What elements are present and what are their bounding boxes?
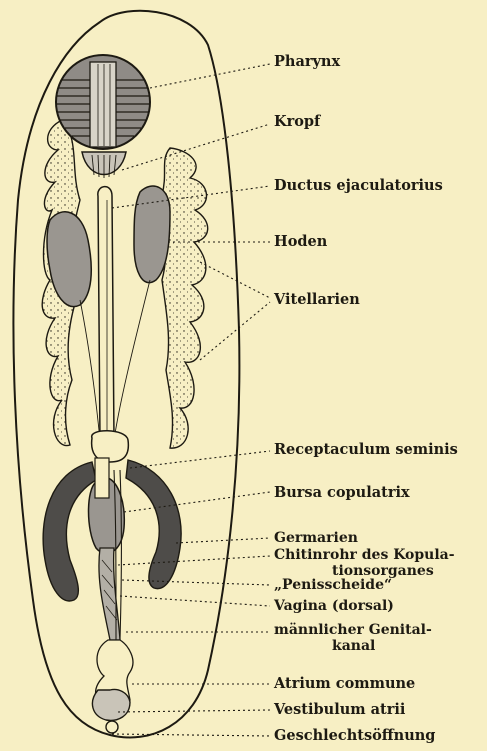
label-vitellarien: Vitellarien — [274, 292, 360, 308]
label-atrium-commune: Atrium commune — [274, 676, 415, 692]
pharynx-organ — [56, 55, 150, 149]
vestibulum-atrii-organ — [106, 721, 118, 733]
label-ductus-ejaculatorius: Ductus ejaculatorius — [274, 178, 443, 194]
label-vagina: Vagina (dorsal) — [274, 598, 394, 614]
atrium-commune-organ — [92, 690, 130, 721]
label-genitalkanal-line-2: kanal — [332, 638, 375, 654]
bursa-stalk — [95, 458, 109, 498]
label-bursa-copulatrix: Bursa copulatrix — [274, 485, 410, 501]
label-penisscheide: „Penisscheide“ — [274, 577, 392, 593]
label-geschlechtsoeffnung: Geschlechtsöffnung — [274, 728, 435, 744]
label-vestibulum-atrii: Vestibulum atrii — [274, 702, 405, 718]
label-receptaculum-seminis: Receptaculum seminis — [274, 442, 458, 458]
label-kropf: Kropf — [274, 114, 320, 130]
label-chitinrohr-line-1: Chitinrohr des Kopula- — [274, 547, 455, 563]
ductus-ejaculatorius-tube — [98, 187, 114, 440]
receptaculum-seminis-organ — [92, 431, 129, 462]
label-hoden: Hoden — [274, 234, 327, 250]
label-germarien: Germarien — [274, 530, 358, 546]
label-pharynx: Pharynx — [274, 54, 340, 70]
label-genitalkanal-line-1: männlicher Genital- — [274, 622, 432, 638]
